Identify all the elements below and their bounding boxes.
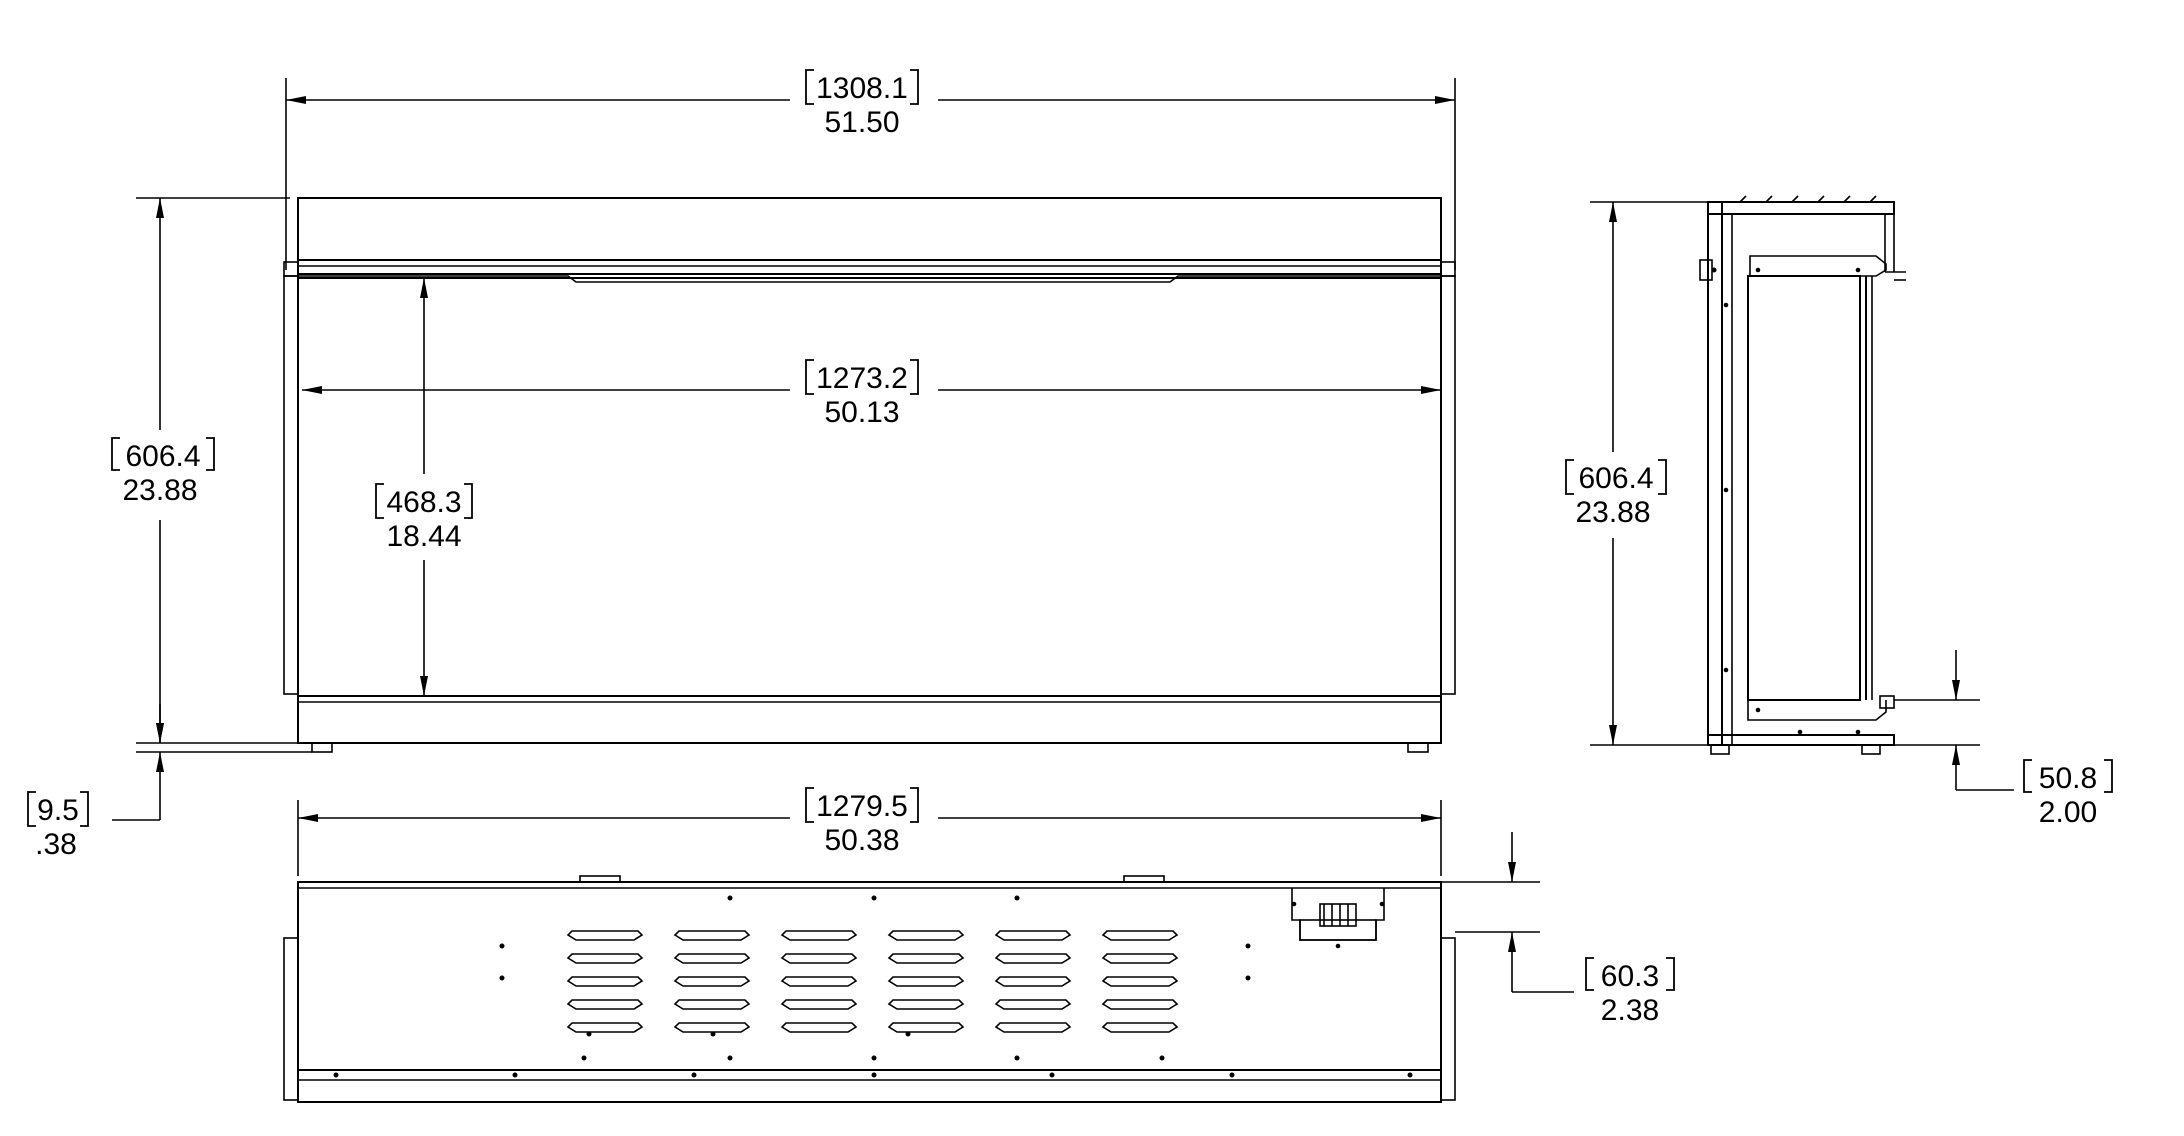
bottom-view <box>283 875 1456 1103</box>
top-offset-mm: 60.3 <box>1601 960 1659 993</box>
viewing-width-in: 50.13 <box>824 396 899 429</box>
vent-louvers <box>566 930 1179 1033</box>
rivet <box>586 1031 592 1037</box>
rivet <box>512 1072 518 1078</box>
vent-louver <box>994 930 1072 941</box>
side-view <box>1699 195 1906 755</box>
rivet <box>1014 1055 1020 1061</box>
foot-height-in: .38 <box>35 828 77 861</box>
vent-louver <box>887 930 965 941</box>
vent-louver <box>1101 930 1179 941</box>
rivet <box>1407 1072 1413 1078</box>
vent-louver <box>780 953 858 964</box>
dim-foot-height: 9.5 .38 <box>27 704 312 861</box>
rivet <box>333 1072 339 1078</box>
vent-louver <box>994 1022 1072 1033</box>
vent-louver <box>994 953 1072 964</box>
dim-overall-height: 606.4 23.88 <box>111 197 298 744</box>
side-foot-left <box>1710 744 1730 755</box>
rivet <box>871 1072 877 1078</box>
side-bottom-offset-mm: 50.8 <box>2039 762 2097 795</box>
rivet <box>727 1055 733 1061</box>
vent-louver <box>566 1022 644 1033</box>
front-viewing-glass <box>297 277 1442 697</box>
dim-overall-width: 1308.1 51.50 <box>285 69 1456 270</box>
rivet <box>1229 1072 1235 1078</box>
dim-base-width: 1279.5 50.38 <box>297 787 1442 876</box>
side-height-mm: 606.4 <box>1578 462 1653 495</box>
dim-top-offset: 60.3 2.38 <box>1441 832 1675 1027</box>
vent-louver <box>673 930 751 941</box>
vent-louver <box>994 976 1072 987</box>
base-width-mm: 1279.5 <box>816 790 908 823</box>
junction-box <box>1291 888 1385 949</box>
vent-louver <box>1101 1022 1179 1033</box>
vent-louver <box>566 930 644 941</box>
viewing-width-mm: 1273.2 <box>816 362 908 395</box>
vent-louver <box>780 999 858 1010</box>
rivet <box>1159 1055 1165 1061</box>
side-height-in: 23.88 <box>1575 496 1650 529</box>
overall-width-in: 51.50 <box>824 106 899 139</box>
front-foot-left <box>311 742 333 753</box>
overall-height-mm: 606.4 <box>125 440 200 473</box>
vent-louver <box>673 976 751 987</box>
rivet <box>499 975 505 981</box>
side-body <box>1707 201 1723 746</box>
rivet <box>1049 1072 1055 1078</box>
bottom-rivets <box>333 895 1413 1078</box>
rivet <box>905 1031 911 1037</box>
vent-louver <box>673 999 751 1010</box>
side-foot-right <box>1861 744 1881 755</box>
vent-louver <box>780 976 858 987</box>
rivet <box>581 1055 587 1061</box>
vent-louver <box>1101 976 1179 987</box>
vent-louver <box>780 930 858 941</box>
vent-louver <box>887 999 965 1010</box>
vent-louver <box>994 999 1072 1010</box>
rivet <box>1245 943 1251 949</box>
vent-louver <box>887 953 965 964</box>
dim-side-height: 606.4 23.88 <box>1565 201 1708 746</box>
vent-louver <box>887 976 965 987</box>
rivet <box>871 1055 877 1061</box>
top-offset-in: 2.38 <box>1601 994 1659 1027</box>
overall-height-in: 23.88 <box>122 474 197 507</box>
rivet <box>727 895 733 901</box>
dim-side-bottom-offset: 50.8 2.00 <box>1894 650 2113 829</box>
vent-louver <box>566 976 644 987</box>
viewing-height-in: 18.44 <box>386 520 461 553</box>
vent-louver <box>673 953 751 964</box>
front-view <box>283 197 1456 753</box>
rivet <box>710 1031 716 1037</box>
rivet <box>1245 975 1251 981</box>
front-outer-frame <box>297 197 1442 744</box>
vent-louver <box>887 1022 965 1033</box>
overall-width-mm: 1308.1 <box>816 72 908 105</box>
vent-louver <box>566 953 644 964</box>
side-bottom-offset-in: 2.00 <box>2039 796 2097 829</box>
foot-height-mm: 9.5 <box>37 794 79 827</box>
rivet <box>691 1072 697 1078</box>
rivet <box>499 943 505 949</box>
vent-louver <box>1101 953 1179 964</box>
vent-louver <box>780 1022 858 1033</box>
rivet <box>871 895 877 901</box>
viewing-height-mm: 468.3 <box>386 486 461 519</box>
front-foot-right <box>1407 742 1429 753</box>
dim-viewing-height: 468.3 18.44 <box>375 278 473 696</box>
vent-louver <box>566 999 644 1010</box>
rivet <box>1014 895 1020 901</box>
vent-louver <box>1101 999 1179 1010</box>
dim-viewing-width: 1273.2 50.13 <box>302 359 1441 429</box>
base-width-in: 50.38 <box>824 824 899 857</box>
vent-louver <box>673 1022 751 1033</box>
